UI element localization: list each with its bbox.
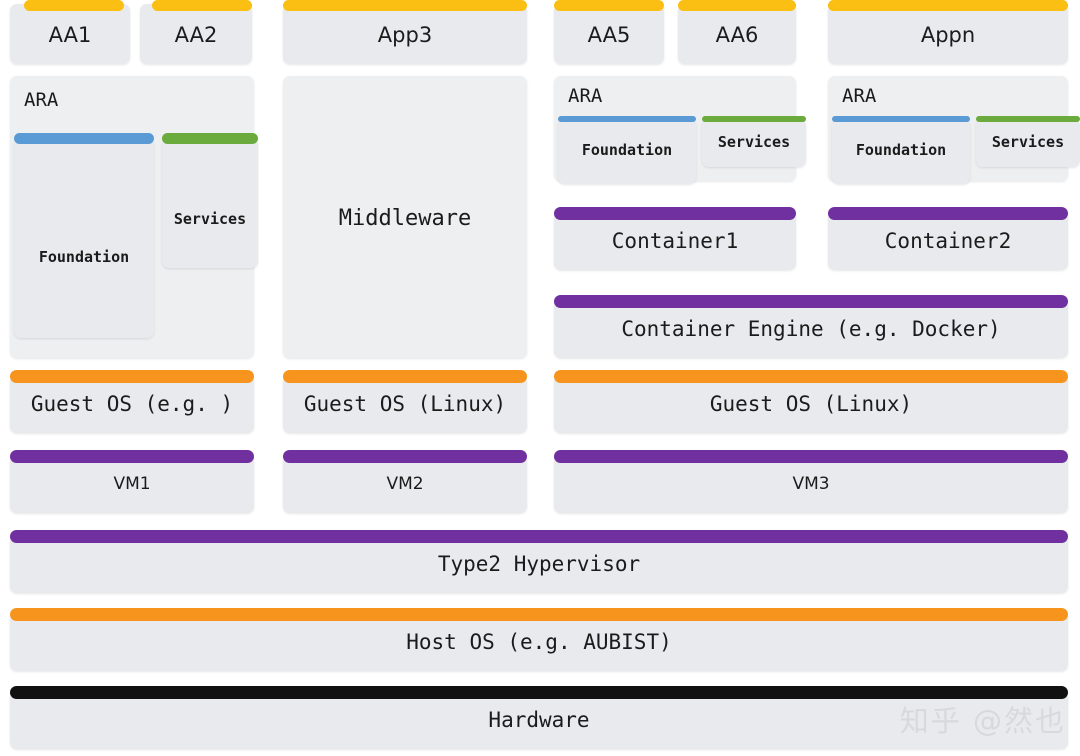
app-accent-bar [152, 0, 252, 11]
app-box-aa6[interactable]: AA6 [678, 0, 796, 64]
foundation-accent-bar [832, 116, 970, 122]
ara-services-label: Services [991, 133, 1065, 151]
app-accent-bar [828, 0, 1068, 11]
host-os-box[interactable]: Host OS (e.g. AUBIST) [10, 608, 1068, 671]
container-box-2[interactable]: Container2 [828, 207, 1068, 270]
ara-foundation-box-2[interactable]: Foundation [558, 116, 696, 184]
vm-label: VM3 [792, 474, 830, 494]
app-label: AA2 [174, 23, 218, 47]
vm-accent-bar [10, 450, 254, 463]
guest-os-accent-bar [283, 370, 527, 383]
foundation-accent-bar [14, 133, 154, 144]
guest-os-label: Guest OS (e.g. ) [30, 392, 234, 416]
hypervisor-accent-bar [10, 530, 1068, 543]
hypervisor-label: Type2 Hypervisor [437, 552, 641, 576]
container-engine-accent-bar [554, 295, 1068, 308]
vm-box-1[interactable]: VM1 [10, 450, 254, 513]
app-accent-bar [24, 0, 124, 11]
ara-panel-1: ARA Foundation Services [10, 76, 258, 358]
container-engine-label: Container Engine (e.g. Docker) [621, 317, 1001, 341]
host-os-accent-bar [10, 608, 1068, 621]
middleware-label: Middleware [338, 206, 472, 231]
vm-box-3[interactable]: VM3 [554, 450, 1068, 513]
container-box-1[interactable]: Container1 [554, 207, 796, 270]
vm-label: VM2 [386, 474, 424, 494]
guest-os-box-2[interactable]: Guest OS (Linux) [283, 370, 527, 433]
app-label: AA6 [715, 23, 759, 47]
ara-services-box-3[interactable]: Services [976, 116, 1080, 167]
ara-services-box-1[interactable]: Services [162, 133, 258, 268]
guest-os-box-3[interactable]: Guest OS (Linux) [554, 370, 1068, 433]
ara-panel-2: ARA Foundation Services [554, 76, 806, 184]
ara-services-label: Services [173, 210, 247, 228]
services-accent-bar [976, 116, 1080, 122]
services-accent-bar [702, 116, 806, 122]
ara-foundation-label: Foundation [38, 248, 130, 266]
hardware-accent-bar [10, 686, 1068, 699]
vm-label: VM1 [113, 474, 151, 494]
container-label: Container2 [884, 229, 1012, 253]
app-label: AA5 [587, 23, 631, 47]
container-accent-bar [828, 207, 1068, 220]
hardware-label: Hardware [488, 708, 590, 732]
foundation-accent-bar [558, 116, 696, 122]
hardware-box[interactable]: Hardware [10, 686, 1068, 749]
app-box-aa5[interactable]: AA5 [554, 0, 664, 64]
app-accent-bar [554, 0, 664, 11]
app-label: AA1 [48, 23, 92, 47]
ara-foundation-box-1[interactable]: Foundation [14, 133, 154, 338]
ara-title: ARA [568, 85, 603, 107]
guest-os-accent-bar [554, 370, 1068, 383]
middleware-box[interactable]: Middleware [283, 76, 527, 358]
ara-title: ARA [24, 89, 59, 111]
app-label: App3 [377, 23, 433, 47]
container-accent-bar [554, 207, 796, 220]
vm-accent-bar [554, 450, 1068, 463]
vm-accent-bar [283, 450, 527, 463]
ara-services-label: Services [717, 133, 791, 151]
services-accent-bar [162, 133, 258, 144]
app-label: Appn [920, 23, 976, 47]
app-box-appn[interactable]: Appn [828, 0, 1068, 64]
guest-os-box-1[interactable]: Guest OS (e.g. ) [10, 370, 254, 433]
app-box-aa1[interactable]: AA1 [10, 0, 130, 64]
ara-title: ARA [842, 85, 877, 107]
guest-os-label: Guest OS (Linux) [709, 392, 913, 416]
host-os-label: Host OS (e.g. AUBIST) [406, 630, 672, 654]
app-accent-bar [678, 0, 796, 11]
ara-services-box-2[interactable]: Services [702, 116, 806, 167]
app-box-app3[interactable]: App3 [283, 0, 527, 64]
guest-os-label: Guest OS (Linux) [303, 392, 507, 416]
container-label: Container1 [611, 229, 739, 253]
app-box-aa2[interactable]: AA2 [140, 0, 252, 64]
ara-foundation-box-3[interactable]: Foundation [832, 116, 970, 184]
ara-foundation-label: Foundation [581, 141, 673, 159]
app-accent-bar [283, 0, 527, 11]
container-engine-box[interactable]: Container Engine (e.g. Docker) [554, 295, 1068, 358]
vm-box-2[interactable]: VM2 [283, 450, 527, 513]
ara-foundation-label: Foundation [855, 141, 947, 159]
ara-panel-3: ARA Foundation Services [828, 76, 1080, 184]
hypervisor-box[interactable]: Type2 Hypervisor [10, 530, 1068, 593]
guest-os-accent-bar [10, 370, 254, 383]
